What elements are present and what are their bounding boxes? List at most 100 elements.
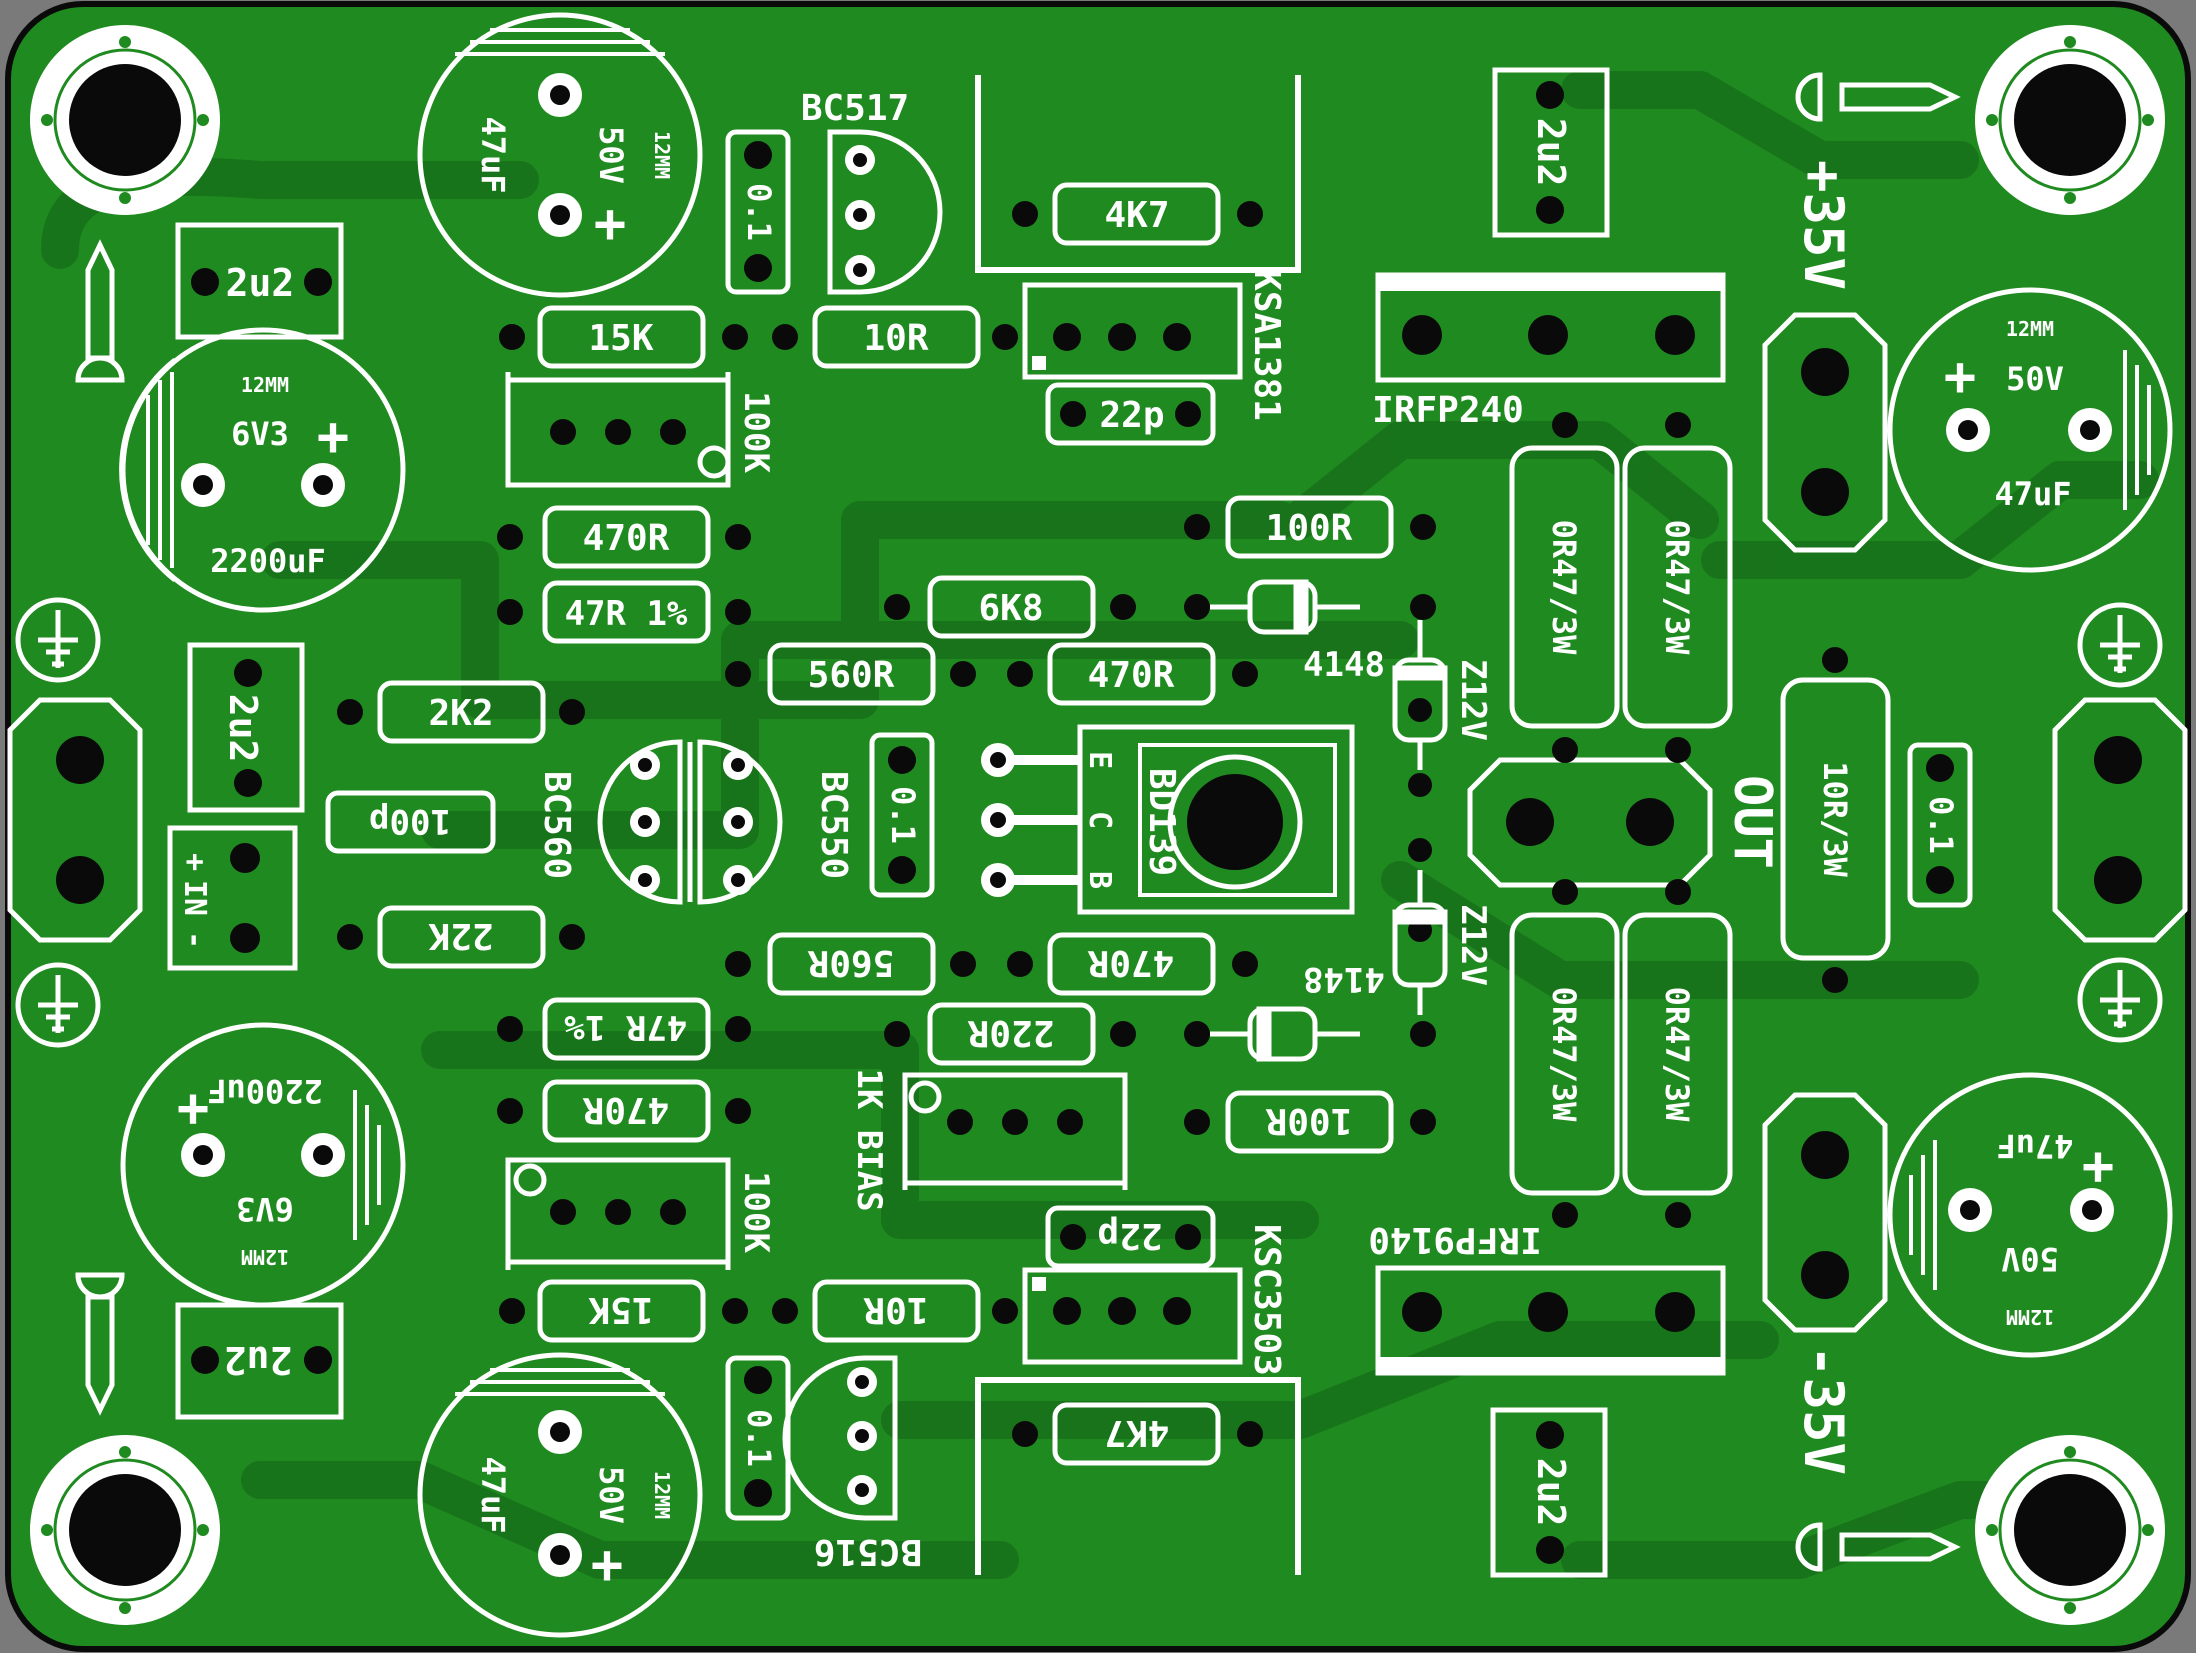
cap-0-1-right: 0.1 [1922,796,1960,854]
film-capacitor-outlines [175,67,1973,1578]
res-0r47-2: 0R47/3W [1658,520,1696,656]
resistor-pads [337,201,1848,1447]
cap-voltage-bl: 6V3 [236,1190,294,1228]
cap-22p-top: 22p [1099,395,1164,436]
res-470r-mid-top: 470R [1088,655,1175,696]
label-bd139: BD139 [1141,768,1182,876]
label-bc516: BC516 [814,1531,922,1572]
mosfet-irfp240 [1375,272,1726,383]
res-4k7-top: 4K7 [1104,195,1169,236]
cap-2u2-left: 2u2 [221,694,265,763]
mounting-hole-top-left [28,23,222,217]
mounting-hole-top-right [1973,23,2167,217]
cap-size-bc: 12MM [650,1471,674,1519]
res-15k-top: 15K [588,318,653,359]
terminal-neg-supply [1762,1092,1888,1333]
cap-size-tr: 12MM [2006,317,2054,341]
label-pin-b: B [1082,871,1117,889]
trim-100k-bottom: 100K [736,1171,776,1253]
terminal-pos-supply [1762,312,1888,553]
cap-size-tl: 12MM [241,373,289,397]
res-0r47-1: 0R47/3W [1545,520,1583,656]
cap-polarity-tr: + [1944,345,1977,408]
label-pos-supply: +35V [1792,160,1855,290]
cap-polarity-bc: + [591,1533,624,1596]
res-560r-top: 560R [808,655,895,696]
label-pin-e: E [1082,751,1117,769]
res-4k7-bottom: 4K7 [1104,1412,1169,1453]
res-6k8: 6K8 [978,588,1043,629]
cap-0-1-top: 0.1 [740,183,778,241]
cap-voltage-tl: 6V3 [231,415,289,453]
mosfet-irfp9140 [1375,1265,1726,1376]
cap-0-1-bottom: 0.1 [740,1409,778,1467]
mounting-hole-bottom-right [1973,1433,2167,1627]
cap-polarity-br: + [2082,1137,2115,1200]
diode-4148-top: 4148 [1303,645,1385,685]
res-47r-bottom: 47R 1% [564,1007,687,1047]
cap-2u2-top-right: 2u2 [1529,118,1573,187]
label-pin-c: C [1082,811,1117,829]
cap-size-bl: 12MM [241,1245,289,1269]
trim-1k-bias: 1K BIAS [849,1068,889,1211]
heatsink-outline [975,75,1301,1575]
res-220r: 220R [967,1012,1054,1053]
cap-value-br: 47uF [1996,1127,2073,1165]
res-22k: 22K [428,915,493,956]
res-560r-bottom: 560R [807,942,894,983]
cap-value-bc: 47uF [474,1456,512,1533]
label-ksc3503: KSC3503 [1246,1224,1287,1376]
cap-voltage-br: 50V [2001,1240,2059,1278]
cap-0-1-center: 0.1 [884,786,922,844]
capacitor-bottom-right [1887,1072,2173,1358]
transistor-bc517-outline [827,129,943,295]
cap-value-tl: 2200uF [210,542,326,580]
capacitor-top-right [1887,287,2173,573]
res-100r-top: 100R [1266,508,1353,549]
label-input: IN [177,880,212,916]
res-10r-bottom: 10R [863,1289,928,1330]
screw-icon [75,72,1961,1572]
label-bc517: BC517 [801,88,909,129]
small-capacitor-outlines [325,382,1216,1269]
film-capacitor-pads [191,81,1954,1564]
label-output: OUT [1722,775,1782,869]
zener-bottom: Z12V [1453,904,1493,986]
cap-2u2-bottom-right: 2u2 [1529,1458,1573,1527]
trimmer-1k-bias [902,1072,1128,1190]
cap-polarity-bl: + [177,1079,210,1142]
capacitor-top-center [417,12,703,298]
terminal-ground-left [7,697,143,943]
res-470r-bottom: 470R [582,1089,669,1130]
transistor-ksc3503 [1022,1267,1243,1365]
cap-value-tr: 47uF [1994,475,2071,513]
trimmer-100k-top [505,372,731,488]
res-47r-top: 47R 1% [565,594,688,634]
cap-value-bl: 2200uF [207,1072,323,1110]
res-10r-3w: 10R/3W [1816,761,1854,877]
cap-100p: 100p [369,801,451,841]
capacitor-bottom-center [417,1352,703,1638]
resistor-outlines [377,182,1891,1466]
label-input-plus: + [177,853,212,871]
res-15k-bottom: 15K [588,1289,653,1330]
cap-polarity-tl: + [317,405,350,468]
res-10r-top: 10R [863,318,928,359]
cap-size-tc: 12MM [650,131,674,179]
res-470r-top: 470R [583,518,670,559]
res-0r47-3: 0R47/3W [1545,987,1583,1123]
res-470r-mid-bottom: 470R [1087,942,1174,983]
cap-voltage-bc: 50V [592,1466,630,1524]
transistor-bd139 [981,724,1355,915]
cap-22p-bottom: 22p [1097,1215,1162,1256]
diode-outlines [1210,579,1448,1062]
capacitor-supply-top-left [119,327,406,613]
diode-4148-bottom: 4148 [1303,959,1385,999]
label-ksa1381: KSA1381 [1246,269,1287,421]
transistor-ksa1381 [1022,282,1243,380]
label-bc550: BC550 [813,771,854,879]
cap-value-tc: 47uF [474,116,512,193]
res-2k2: 2K2 [428,693,493,734]
mounting-hole-bottom-left [28,1433,222,1627]
